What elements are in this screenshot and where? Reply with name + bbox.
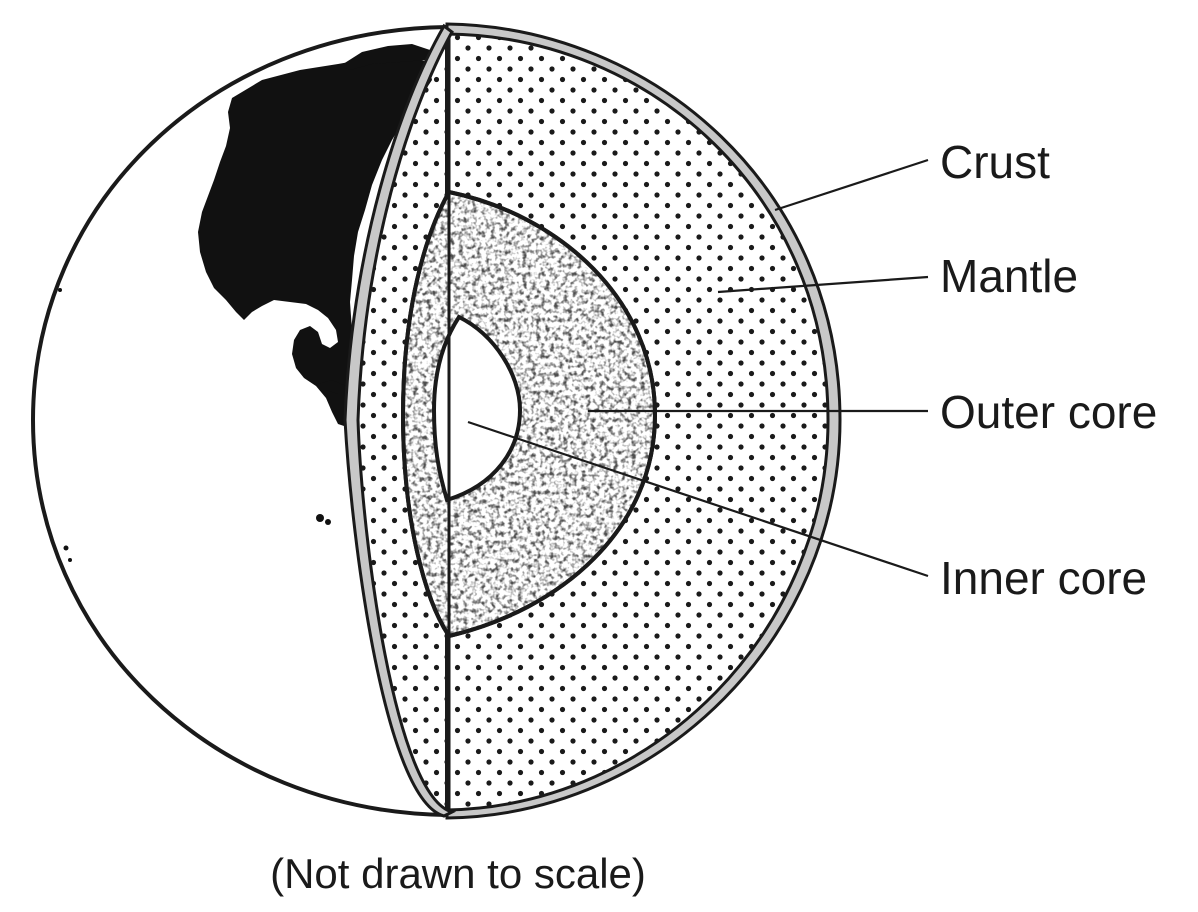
label-inner-core: Inner core — [940, 552, 1147, 604]
outer-core — [400, 189, 658, 639]
leader-crust — [774, 158, 929, 212]
island-greenland-bits — [340, 44, 430, 70]
continent-north-america — [198, 55, 432, 426]
island-pacific — [63, 545, 69, 551]
inner-core-region — [431, 314, 523, 503]
label-mantle: Mantle — [940, 250, 1078, 302]
island-hawaii — [316, 514, 324, 522]
island-pacific-2 — [68, 558, 72, 562]
globe — [30, 24, 449, 818]
island-hawaii-2 — [325, 519, 331, 525]
leader-inner-core — [467, 420, 929, 578]
island-pacific-3 — [58, 288, 62, 292]
island-cuba — [318, 380, 348, 394]
leader-mantle — [717, 275, 929, 294]
cutaway — [350, 24, 835, 815]
crust-cut-band — [343, 23, 457, 818]
label-outer-core: Outer core — [940, 386, 1157, 438]
crust-right-band — [445, 22, 842, 820]
outer-core-outline — [400, 189, 658, 639]
label-crust: Crust — [940, 136, 1050, 188]
outer-core-texture — [403, 192, 655, 636]
caption: (Not drawn to scale) — [270, 850, 646, 897]
crust-shell — [343, 22, 842, 820]
